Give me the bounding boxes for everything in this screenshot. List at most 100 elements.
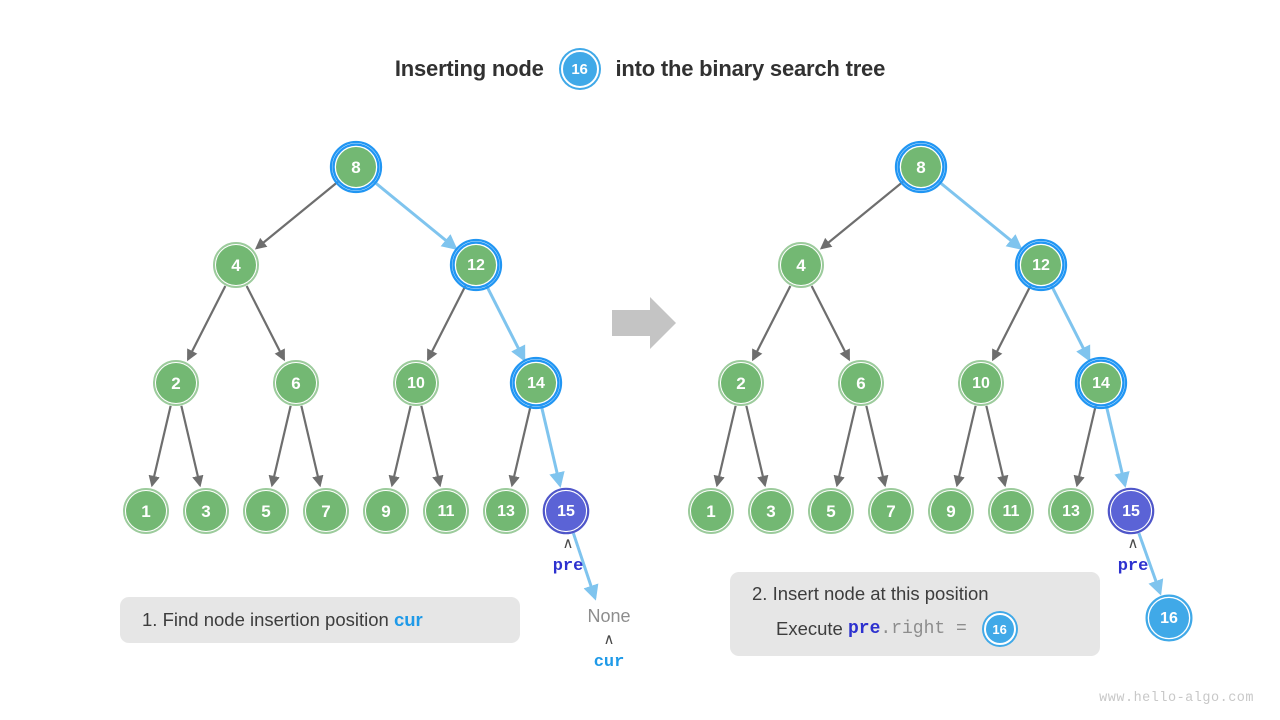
node-label: 14 — [527, 375, 545, 392]
caption-2-right-assign: .right = — [880, 619, 978, 639]
caption-2-text-1: 2. Insert node at this position — [752, 583, 989, 604]
node-label: 15 — [557, 503, 575, 520]
tree-edge — [485, 285, 526, 362]
node-body — [306, 491, 346, 531]
caption-2-line-2: Execute pre .right = 16 — [752, 613, 1100, 645]
tree-edge — [300, 405, 324, 488]
caption-2-node-16: 16 — [983, 613, 1016, 645]
node-label: 1 — [706, 502, 715, 521]
node-outer-ring — [894, 140, 948, 194]
tree-node-4[interactable]: 4 — [778, 242, 824, 288]
node-ring — [423, 488, 469, 534]
node-ring — [123, 488, 169, 534]
transition-arrow-icon — [612, 297, 676, 349]
tree-node-9[interactable]: 9 — [363, 488, 409, 534]
title-prefix: Inserting node — [394, 56, 550, 81]
tree-edge — [187, 285, 227, 362]
tree-node-11[interactable]: 11 — [988, 488, 1034, 534]
tree-node-1[interactable]: 1 — [688, 488, 734, 534]
tree-node-14[interactable]: 14 — [1074, 356, 1128, 410]
tree-node-3[interactable]: 3 — [183, 488, 229, 534]
node-ring — [273, 360, 319, 406]
tree-node-6[interactable]: 6 — [838, 360, 884, 406]
node-body — [991, 491, 1031, 531]
node-ring — [718, 360, 764, 406]
tree-edge — [420, 405, 444, 488]
tree-node-4[interactable]: 4 — [213, 242, 259, 288]
node-body — [811, 491, 851, 531]
node-label: 16 — [1160, 610, 1178, 627]
node-body — [516, 363, 556, 403]
node-label: 4 — [796, 256, 806, 275]
tree-node-11[interactable]: 11 — [423, 488, 469, 534]
node-ring — [808, 488, 854, 534]
tree-node-5[interactable]: 5 — [808, 488, 854, 534]
node-body — [216, 245, 256, 285]
node-label: 8 — [916, 158, 925, 177]
node-ring — [363, 488, 409, 534]
node-body — [751, 491, 791, 531]
node-ring — [988, 488, 1034, 534]
left-pre-label: pre — [552, 557, 584, 576]
tree-node-15[interactable]: 15 — [542, 487, 590, 535]
tree-node-16[interactable]: 16 — [1145, 594, 1193, 642]
node-ring — [183, 488, 229, 534]
node-ring — [688, 488, 734, 534]
tree-node-15[interactable]: 15 — [1107, 487, 1155, 535]
node-ring — [332, 143, 380, 191]
tree-node-13[interactable]: 13 — [483, 488, 529, 534]
tree-node-5[interactable]: 5 — [243, 488, 289, 534]
caption-1-line: 1. Find node insertion position cur — [142, 609, 520, 631]
node-outer-ring — [449, 238, 503, 292]
node-label: 7 — [886, 502, 895, 521]
tree-node-2[interactable]: 2 — [153, 360, 199, 406]
tree-edge — [427, 285, 467, 362]
node-ring — [512, 359, 560, 407]
caption-1-keyword-cur: cur — [393, 609, 423, 630]
node-ring — [483, 488, 529, 534]
tree-node-2[interactable]: 2 — [718, 360, 764, 406]
tree-node-14[interactable]: 14 — [509, 356, 563, 410]
node-label: 13 — [497, 503, 515, 520]
node-body — [276, 363, 316, 403]
tree-node-13[interactable]: 13 — [1048, 488, 1094, 534]
node-label: 11 — [1003, 503, 1020, 520]
tree-edge — [180, 405, 204, 488]
left-none-label: None — [587, 606, 631, 626]
node-body — [396, 363, 436, 403]
tree-node-8[interactable]: 8 — [329, 140, 383, 194]
tree-node-7[interactable]: 7 — [303, 488, 349, 534]
node-ring — [243, 488, 289, 534]
tree-node-12[interactable]: 12 — [1014, 238, 1068, 292]
tree-node-9[interactable]: 9 — [928, 488, 974, 534]
node-ring — [897, 143, 945, 191]
node-label: 13 — [1062, 503, 1080, 520]
tree-node-7[interactable]: 7 — [868, 488, 914, 534]
caption-insert-node: 2. Insert node at this position Execute … — [730, 572, 1100, 656]
tree-node-1[interactable]: 1 — [123, 488, 169, 534]
node-ring — [1107, 487, 1155, 535]
node-label: 10 — [972, 375, 990, 392]
node-ring — [748, 488, 794, 534]
node-body — [546, 491, 586, 531]
node-label: 12 — [1032, 257, 1050, 274]
node-ring — [452, 241, 500, 289]
tree-node-10[interactable]: 10 — [958, 360, 1004, 406]
tree-node-10[interactable]: 10 — [393, 360, 439, 406]
tree-node-6[interactable]: 6 — [273, 360, 319, 406]
node-outer-ring — [1014, 238, 1068, 292]
node-body — [336, 147, 376, 187]
node-label: 12 — [467, 257, 485, 274]
tree-node-3[interactable]: 3 — [748, 488, 794, 534]
title-suffix: into the binary search tree — [609, 56, 886, 81]
node-ring — [153, 360, 199, 406]
caption-1-text: 1. Find node insertion position — [142, 609, 394, 630]
tree-node-8[interactable]: 8 — [894, 140, 948, 194]
node-ring — [213, 242, 259, 288]
node-body — [721, 363, 761, 403]
tree-node-12[interactable]: 12 — [449, 238, 503, 292]
tree-edge — [992, 285, 1032, 362]
node-ring — [868, 488, 914, 534]
node-body — [486, 491, 526, 531]
tree-edge — [713, 405, 737, 488]
